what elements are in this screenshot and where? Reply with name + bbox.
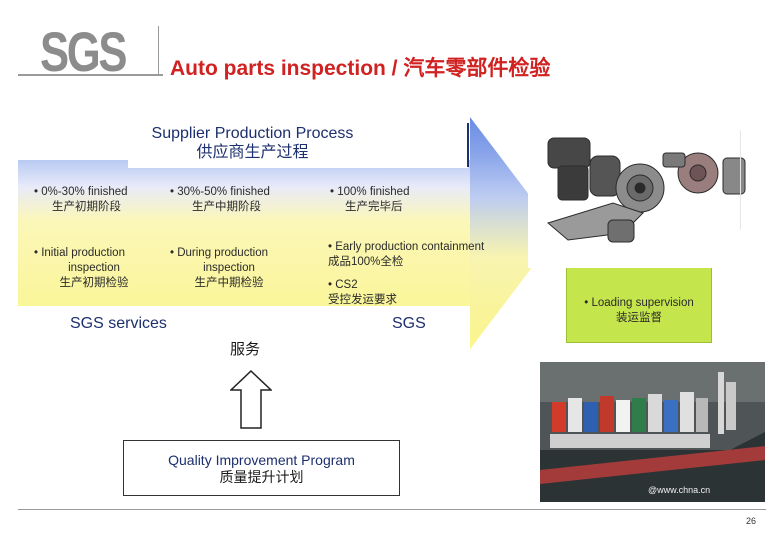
process-heading: Supplier Production Process 供应商生产过程 bbox=[130, 124, 375, 162]
up-arrow-icon bbox=[230, 370, 272, 429]
quality-program-text: Quality Improvement Program 质量提升计划 bbox=[123, 452, 400, 486]
arrow-body bbox=[18, 117, 558, 349]
inspection-mid-en2: inspection bbox=[203, 262, 255, 274]
process-heading-zh: 供应商生产过程 bbox=[196, 144, 309, 161]
inspection-initial: • Initial production inspection 生产初期检验 bbox=[34, 246, 154, 291]
services-zh-label: 服务 bbox=[230, 341, 261, 358]
inspection-final-zh2: 受控发运要求 bbox=[328, 294, 397, 306]
inspection-final-zh: 成品100%全检 bbox=[328, 256, 404, 268]
page-title: Auto parts inspection / 汽车零部件检验 bbox=[170, 57, 551, 80]
sgs-label: SGS bbox=[392, 315, 426, 332]
footer-rule bbox=[18, 509, 766, 510]
logo-underline bbox=[18, 74, 163, 76]
stage-finished: • 100% finished 生产完毕后 bbox=[330, 185, 409, 215]
quality-program-zh: 质量提升计划 bbox=[219, 469, 304, 485]
loading-supervision-box bbox=[566, 267, 712, 343]
inspection-final: • Early production containment 成品100%全检 … bbox=[328, 240, 484, 308]
process-heading-en: Supplier Production Process bbox=[151, 125, 354, 142]
stage-initial-zh: 生产初期阶段 bbox=[52, 201, 121, 213]
sgs-logo: SGS bbox=[18, 20, 163, 83]
stage-initial: • 0%-30% finished 生产初期阶段 bbox=[34, 185, 128, 215]
page-number: 26 bbox=[746, 516, 757, 526]
loading-supervision-text: • Loading supervision 装运监督 bbox=[566, 296, 712, 326]
quality-program-box bbox=[123, 440, 400, 496]
inspection-initial-en1: • Initial production bbox=[34, 247, 125, 259]
stage-mid-zh: 生产中期阶段 bbox=[192, 201, 261, 213]
loading-supervision-en: • Loading supervision bbox=[584, 297, 694, 309]
inspection-initial-en2: inspection bbox=[68, 262, 120, 274]
container-ship-image bbox=[540, 362, 765, 502]
inspection-mid-zh: 生产中期检验 bbox=[194, 277, 264, 289]
right-divider bbox=[740, 130, 741, 230]
heading-backdrop bbox=[128, 115, 468, 168]
inspection-mid-en1: • During production bbox=[170, 247, 268, 259]
stage-mid: • 30%-50% finished 生产中期阶段 bbox=[170, 185, 270, 215]
inspection-initial-zh: 生产初期检验 bbox=[59, 277, 129, 289]
inspection-mid: • During production inspection 生产中期检验 bbox=[170, 246, 288, 291]
inspection-final-en2: • CS2 bbox=[328, 279, 358, 291]
arrow-head bbox=[470, 117, 558, 349]
loading-supervision-zh: 装运监督 bbox=[616, 312, 662, 324]
stage-initial-en: • 0%-30% finished bbox=[34, 186, 128, 198]
image-watermark: @www.chna.cn bbox=[648, 485, 711, 495]
stage-finished-zh: 生产完毕后 bbox=[345, 201, 403, 213]
logo-divider bbox=[158, 26, 159, 75]
auto-parts-image bbox=[528, 128, 753, 268]
sgs-services-label: SGS services bbox=[70, 315, 167, 332]
stage-finished-en: • 100% finished bbox=[330, 186, 410, 198]
quality-program-en: Quality Improvement Program bbox=[168, 452, 355, 468]
logo-text: SGS bbox=[40, 20, 128, 83]
containers bbox=[550, 392, 710, 448]
process-arrow bbox=[18, 115, 558, 349]
inspection-final-en1: • Early production containment bbox=[328, 241, 485, 253]
stage-mid-en: • 30%-50% finished bbox=[170, 186, 270, 198]
